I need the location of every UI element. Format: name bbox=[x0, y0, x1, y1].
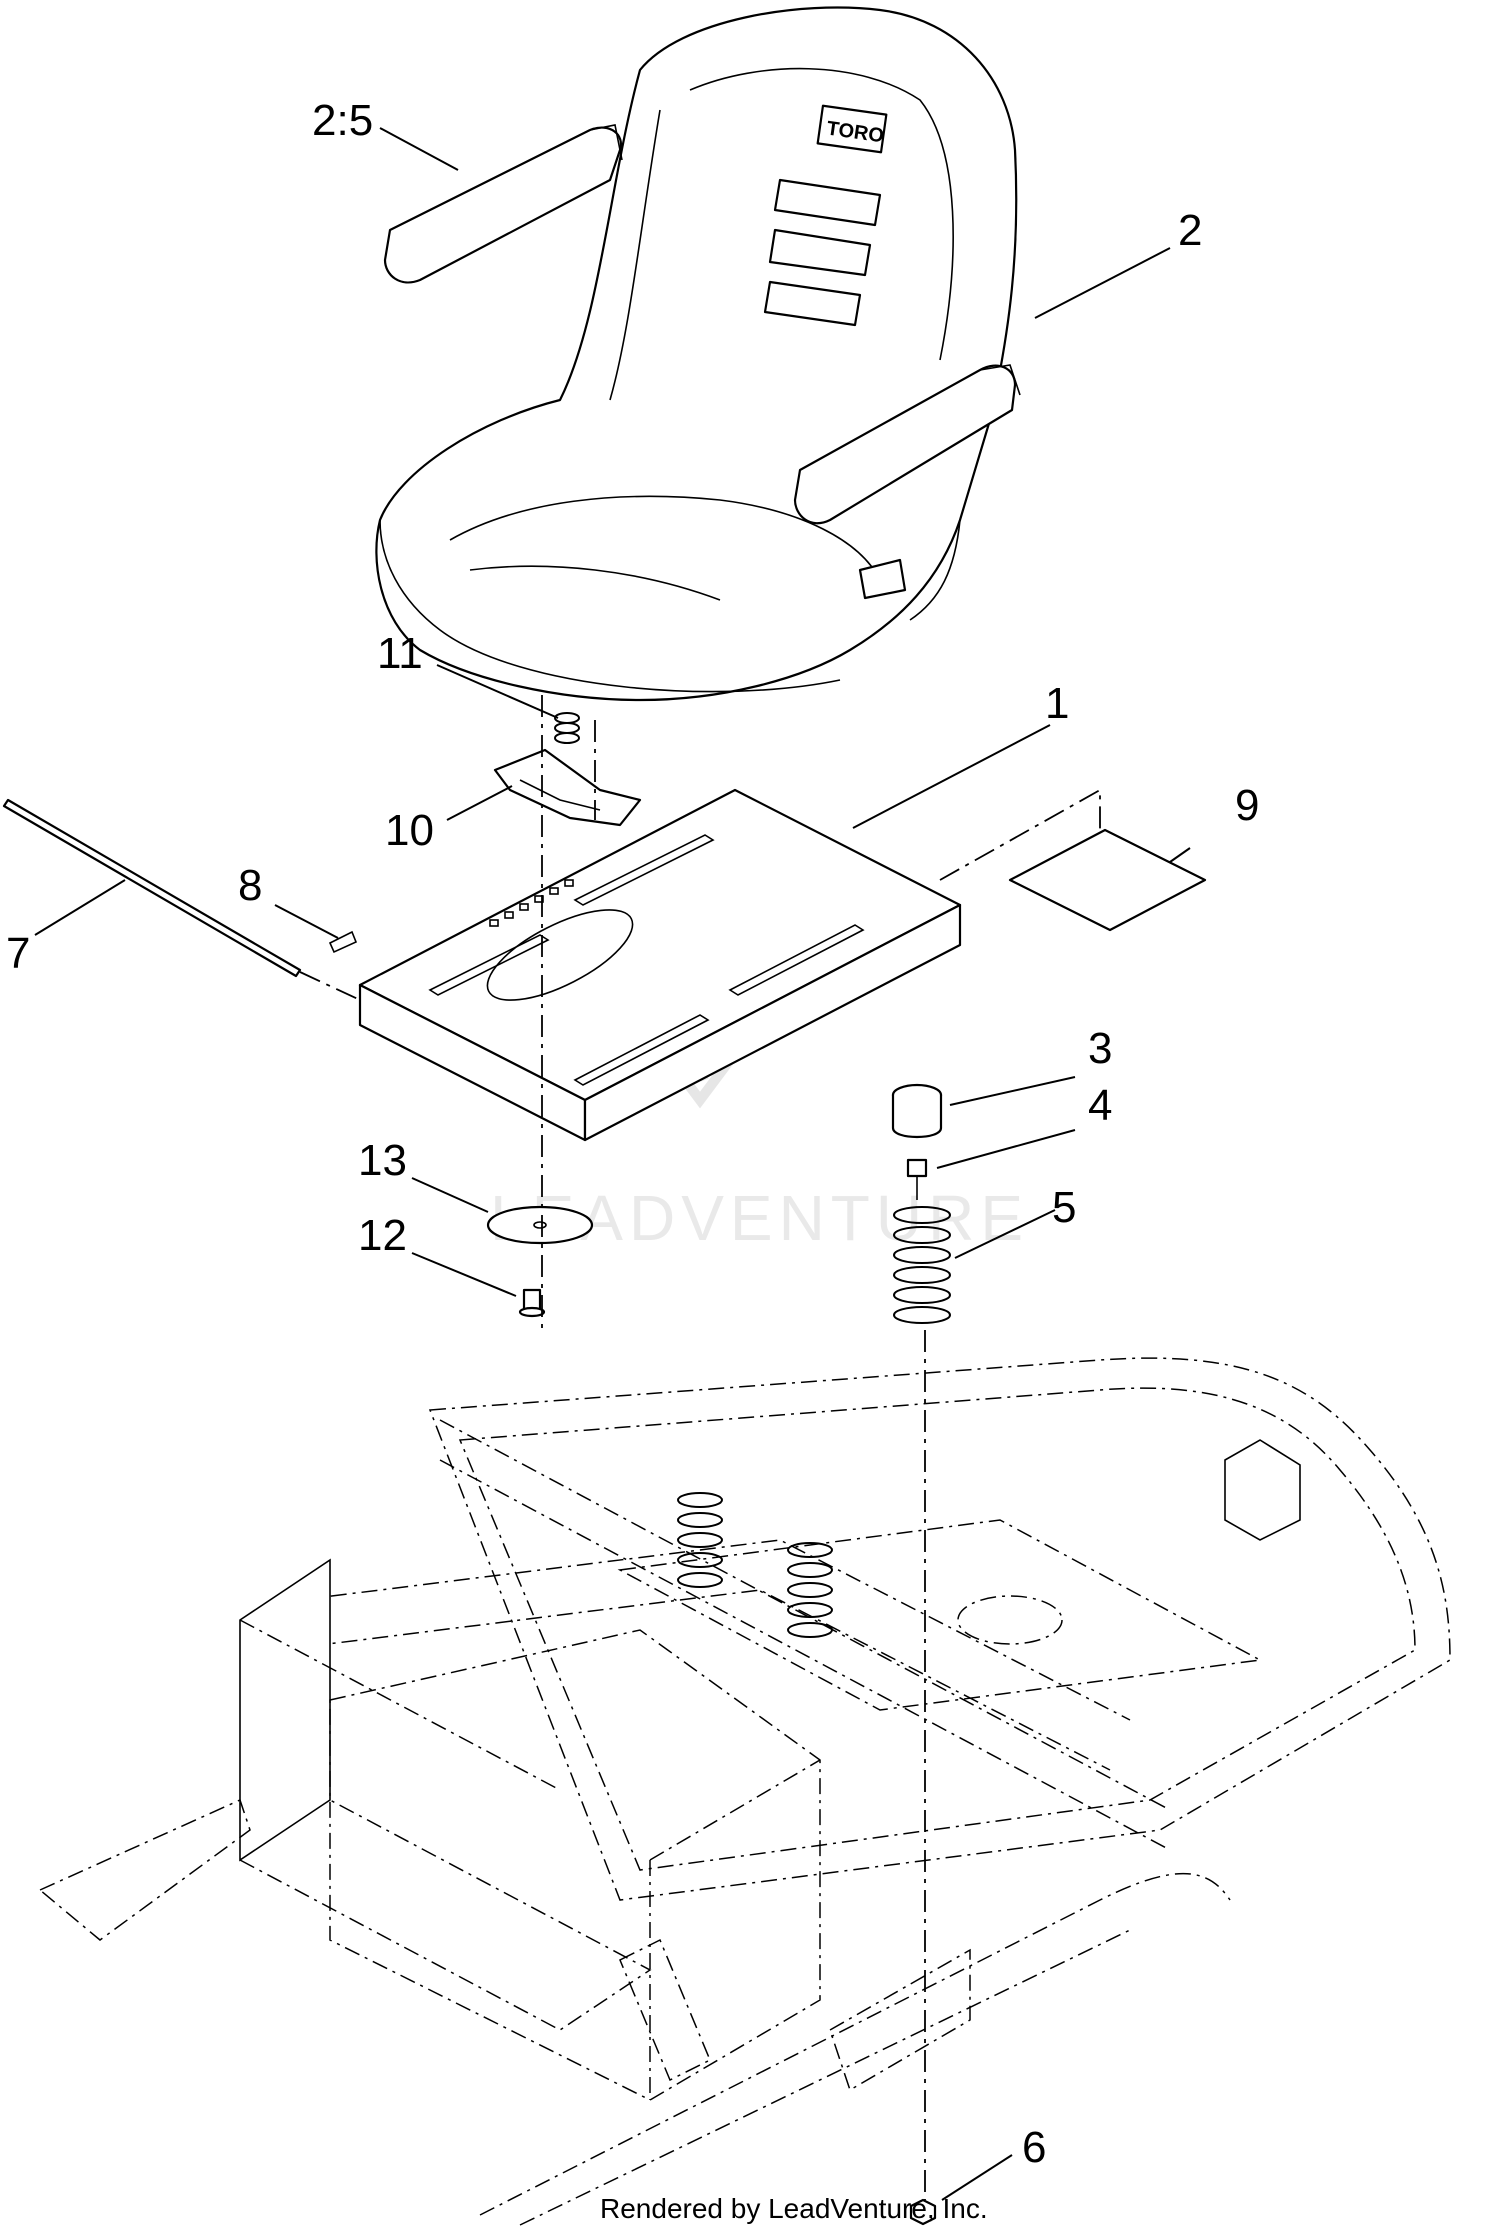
latch-spring bbox=[554, 712, 580, 744]
frame-spring-right bbox=[787, 1542, 833, 1638]
callout-3: 3 bbox=[1088, 1024, 1112, 1073]
assembly-centerlines bbox=[299, 695, 1101, 2200]
callout-6: 6 bbox=[1022, 2123, 1046, 2172]
seat-latch-bracket bbox=[493, 748, 642, 827]
callout-13: 13 bbox=[358, 1136, 407, 1185]
washer bbox=[486, 1205, 594, 1245]
callout-12: 12 bbox=[358, 1211, 407, 1260]
adjustment-rod bbox=[2, 798, 302, 978]
seat-mounting-plate bbox=[358, 788, 962, 1142]
callout-labels: 2:5 2 1 9 11 10 8 7 3 4 5 13 12 6 bbox=[6, 96, 1259, 2172]
callout-10: 10 bbox=[385, 806, 434, 855]
toro-brand-tag bbox=[816, 104, 888, 154]
callout-5: 5 bbox=[1052, 1183, 1076, 1232]
callout-7: 7 bbox=[6, 929, 30, 978]
callout-4: 4 bbox=[1088, 1081, 1112, 1130]
bumper-spring-stack bbox=[891, 1083, 951, 1324]
callout-9: 9 bbox=[1235, 781, 1259, 830]
callout-2-5: 2:5 bbox=[312, 96, 373, 145]
flange-nut bbox=[909, 2198, 937, 2226]
seat-assembly: TORO bbox=[375, 6, 1021, 702]
mounting-bolt bbox=[518, 1288, 546, 1318]
rod-clip bbox=[328, 930, 358, 954]
leader-lines bbox=[34, 127, 1191, 2201]
render-credit: Rendered by LeadVenture, Inc. bbox=[600, 2193, 988, 2224]
callout-1: 1 bbox=[1045, 679, 1069, 728]
right-armrest bbox=[793, 364, 1017, 525]
callout-8: 8 bbox=[238, 861, 262, 910]
decal bbox=[1008, 828, 1207, 932]
callout-11: 11 bbox=[377, 629, 423, 678]
callout-2: 2 bbox=[1178, 206, 1202, 255]
mower-frame bbox=[38, 1357, 1451, 2226]
frame-spring-left bbox=[677, 1492, 723, 1588]
